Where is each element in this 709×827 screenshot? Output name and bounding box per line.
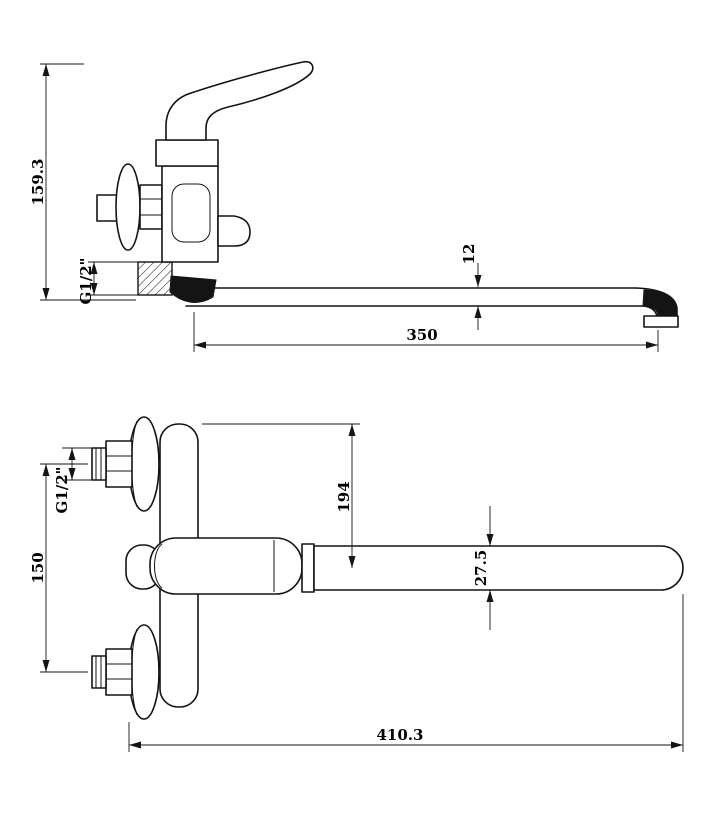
spout-tip-shade <box>642 289 678 317</box>
spout-collar <box>301 543 315 593</box>
lever-handle <box>165 60 314 141</box>
thread-outlet <box>137 261 173 296</box>
dim-410-label: 410.3 <box>377 726 424 744</box>
dim-350-label: 350 <box>406 326 437 344</box>
faucet-body <box>161 165 219 263</box>
side-view <box>96 60 679 328</box>
body-cap <box>155 139 219 167</box>
handle-grip <box>149 537 303 595</box>
bottom-nipple <box>91 655 107 689</box>
dim-thread-label: G1/2" <box>77 258 95 305</box>
dim-150-label: 150 <box>29 552 47 583</box>
spout-front <box>313 545 684 591</box>
aerator <box>643 315 679 328</box>
bottom-flange <box>128 624 160 720</box>
spout-connector <box>169 275 217 303</box>
top-nipple <box>91 447 107 481</box>
dim-194-label: 194 <box>335 481 353 512</box>
bottom-hex-nut <box>105 648 133 696</box>
dim-27-label: 27.5 <box>472 550 490 587</box>
diverter-knob <box>217 215 251 247</box>
front-view-dimensions: G1/2" 150 194 27.5 410.3 <box>29 423 684 752</box>
dim-thread2-label: G1/2" <box>53 467 71 514</box>
wall-flange <box>115 163 141 251</box>
dim-height-label: 159.3 <box>29 159 47 206</box>
side-view-dimensions: 159.3 G1/2" 12 350 <box>29 63 659 352</box>
top-flange <box>128 416 160 512</box>
body-panel <box>171 183 211 243</box>
handle-grip-inner <box>154 543 163 589</box>
top-hex-nut <box>105 440 133 488</box>
dim-12-label: 12 <box>460 244 478 265</box>
front-view <box>91 416 684 720</box>
hex-nut <box>139 184 163 230</box>
